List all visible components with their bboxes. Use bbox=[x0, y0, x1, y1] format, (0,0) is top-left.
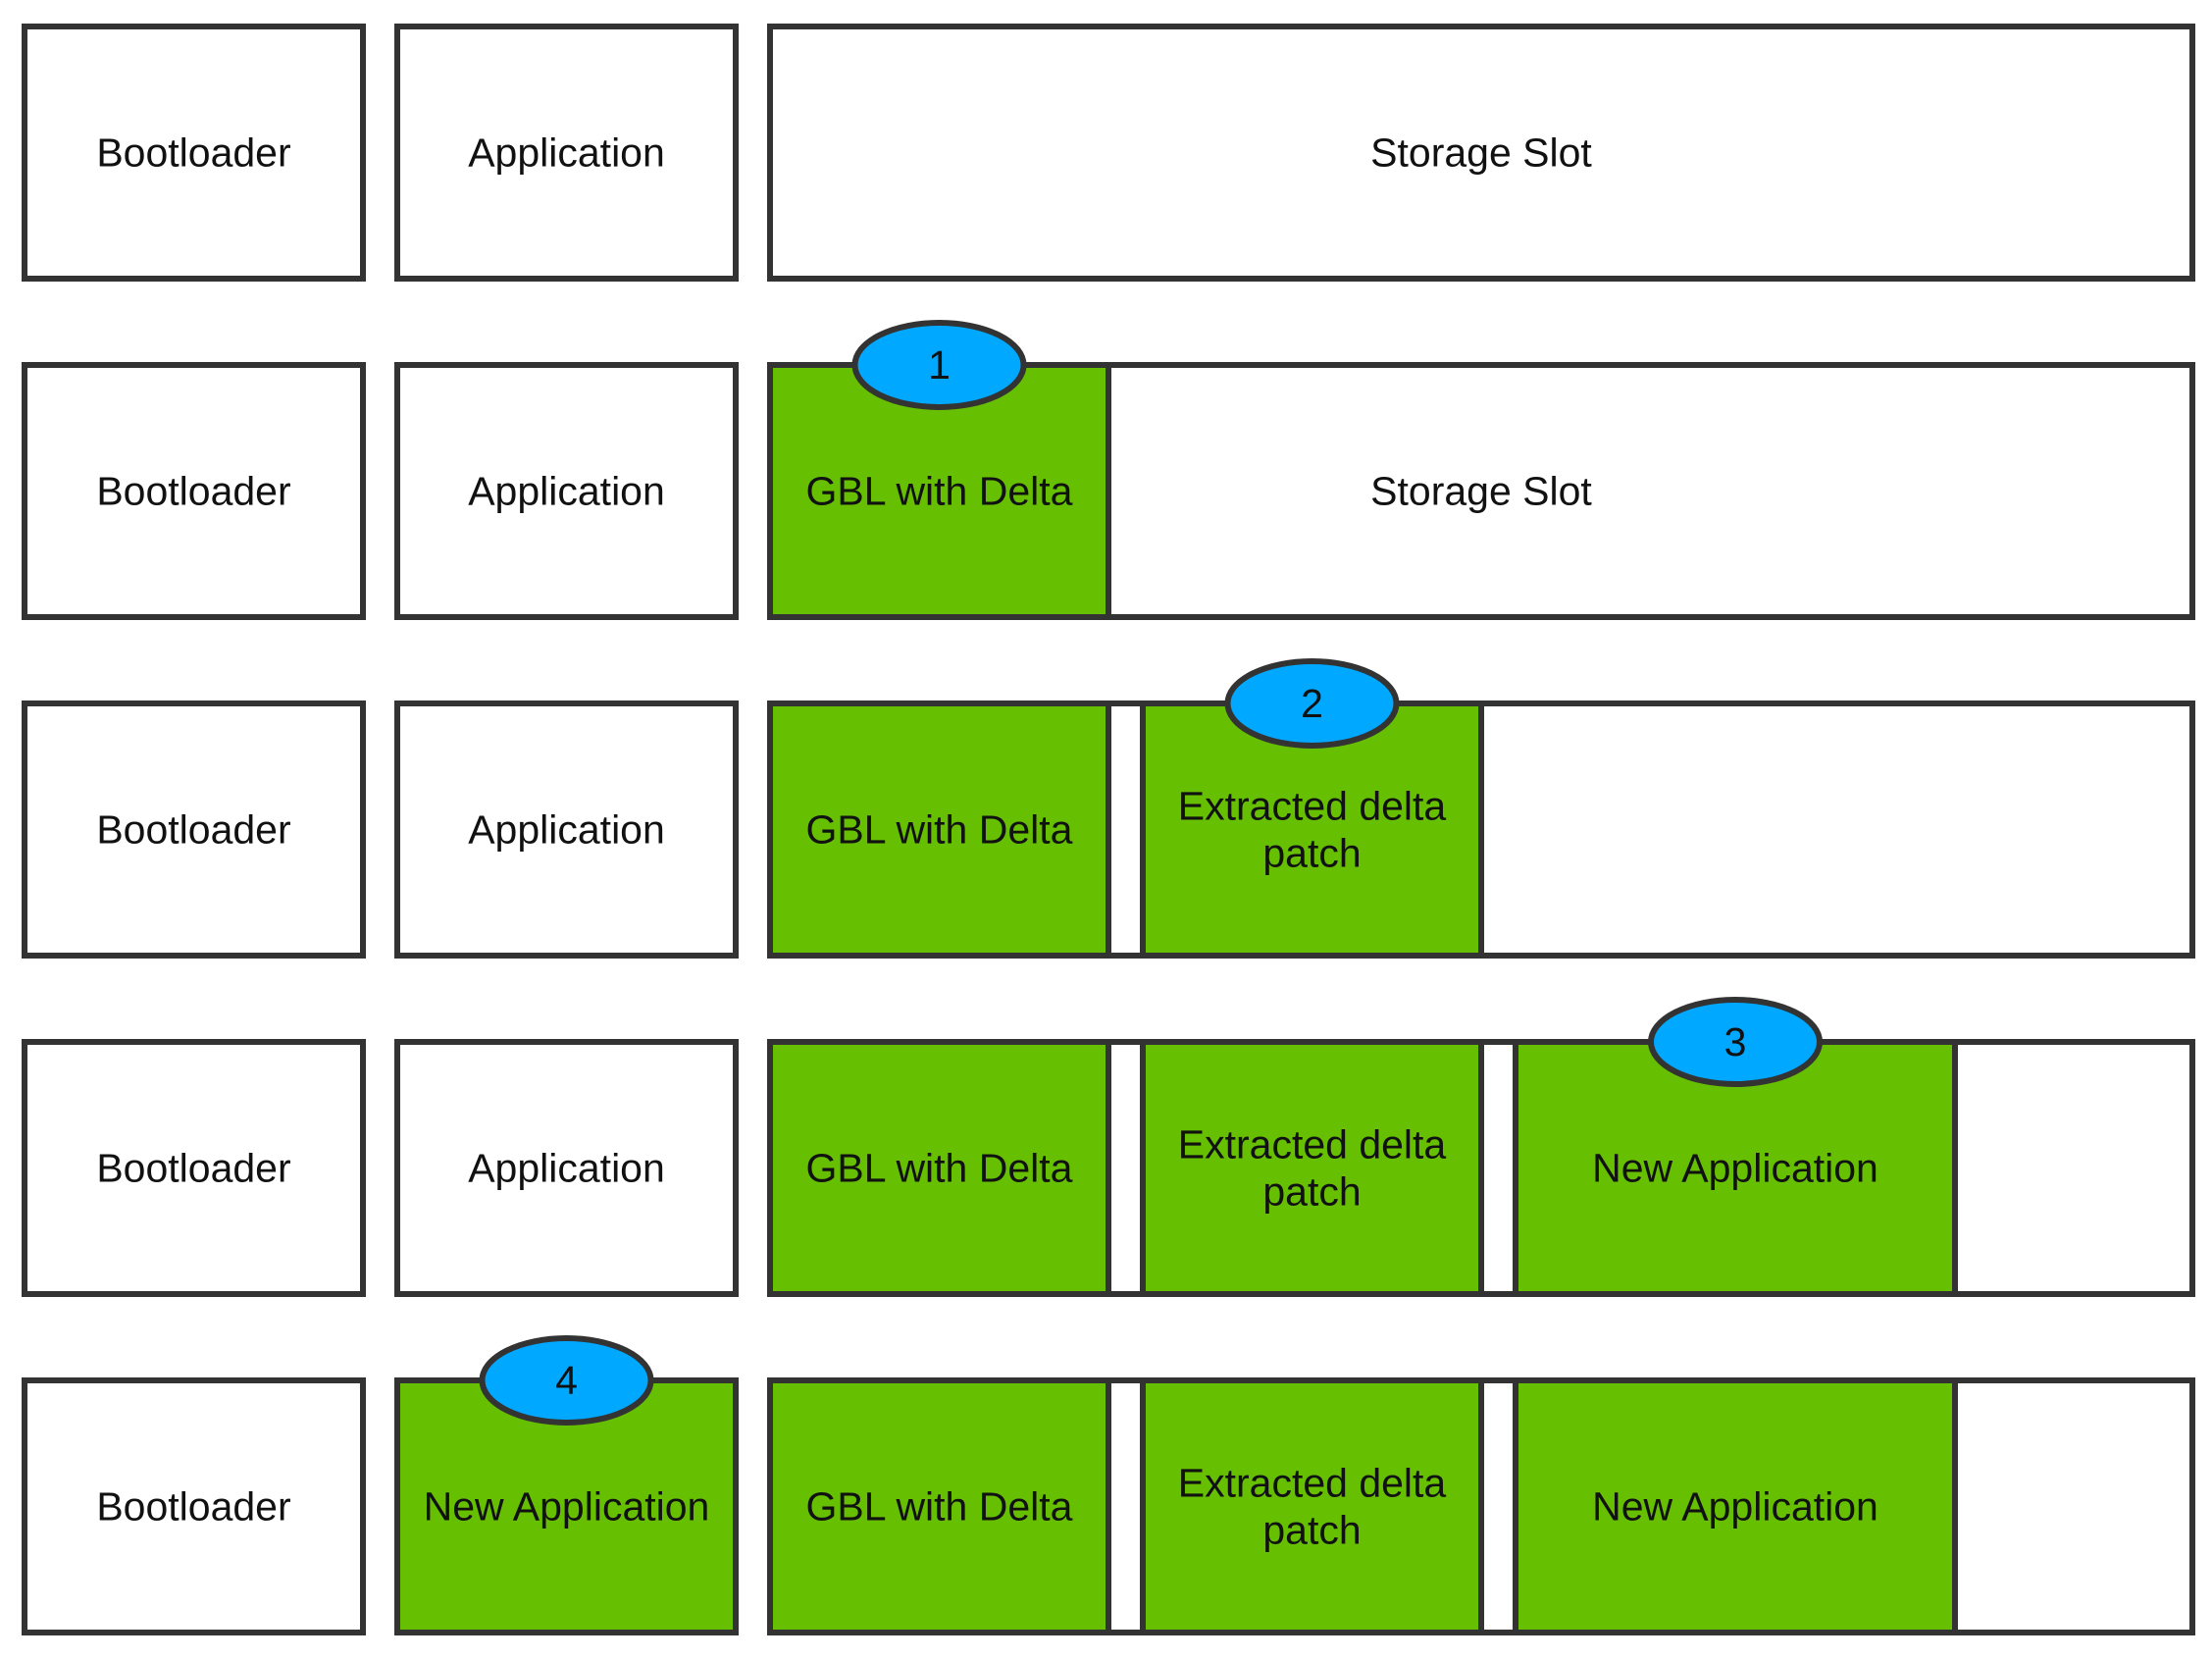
application-slot-label: New Application bbox=[424, 1484, 710, 1530]
storage-item-label: New Application bbox=[1592, 1484, 1878, 1530]
application-slot-block bbox=[394, 1039, 739, 1297]
step-badge-shape bbox=[1648, 997, 1823, 1087]
bootloader-block bbox=[22, 1377, 366, 1635]
bootloader-label: Bootloader bbox=[96, 1146, 290, 1191]
step-badge-shape bbox=[1224, 658, 1400, 749]
memory-row-3: Bootloader Application GBL with Delta Extra… bbox=[22, 700, 2195, 959]
bootloader-label: Bootloader bbox=[96, 469, 290, 514]
step-badge-3: 3 bbox=[1648, 997, 1823, 1087]
memory-row-4: Bootloader Application GBL with Delta Extra… bbox=[22, 1039, 2195, 1297]
storage-item-block bbox=[767, 700, 1111, 959]
storage-slot-label: Storage Slot bbox=[1370, 469, 1592, 514]
step-badge-shape bbox=[479, 1335, 654, 1426]
application-slot-block bbox=[394, 362, 739, 620]
storage-slot-block bbox=[767, 24, 2195, 282]
storage-item-block bbox=[767, 1039, 1111, 1297]
storage-item-label: New Application bbox=[1592, 1146, 1878, 1191]
memory-row-1: Bootloader Application Storage Slot bbox=[22, 24, 2195, 282]
storage-slot-label: Storage Slot bbox=[1370, 130, 1592, 176]
bootloader-block bbox=[22, 1039, 366, 1297]
storage-item-label: GBL with Delta bbox=[806, 807, 1073, 853]
storage-item-label: GBL with Delta bbox=[806, 1484, 1073, 1530]
bootloader-label: Bootloader bbox=[96, 1484, 290, 1530]
storage-item-block bbox=[767, 1377, 1111, 1635]
bootloader-label: Bootloader bbox=[96, 130, 290, 176]
bootloader-block bbox=[22, 362, 366, 620]
application-slot-label: Application bbox=[468, 130, 665, 176]
bootloader-block bbox=[22, 24, 366, 282]
application-slot-label: Application bbox=[468, 807, 665, 853]
step-number: 3 bbox=[1724, 1019, 1747, 1064]
application-slot-label: Application bbox=[468, 1146, 665, 1191]
bootloader-block bbox=[22, 700, 366, 959]
application-slot-label: Application bbox=[468, 469, 665, 514]
step-number: 2 bbox=[1301, 681, 1323, 726]
application-slot-block bbox=[394, 700, 739, 959]
storage-item-block bbox=[1513, 1377, 1958, 1635]
memory-row-2: Bootloader Application Storage Slot GBL wit… bbox=[22, 362, 2195, 620]
memory-row-5: Bootloader New Application GBL with Delta E… bbox=[22, 1377, 2195, 1635]
storage-item-block bbox=[1140, 1377, 1484, 1635]
storage-item-block bbox=[1140, 1039, 1484, 1297]
step-number: 1 bbox=[928, 342, 951, 388]
step-badge-1: 1 bbox=[851, 320, 1027, 410]
step-badge-2: 2 bbox=[1224, 658, 1400, 749]
application-slot-block bbox=[394, 24, 739, 282]
bootloader-label: Bootloader bbox=[96, 807, 290, 853]
storage-item-label: GBL with Delta bbox=[806, 1146, 1073, 1191]
storage-item-label: GBL with Delta bbox=[806, 469, 1073, 514]
step-badge-shape bbox=[851, 320, 1027, 410]
step-badge-4: 4 bbox=[479, 1335, 654, 1426]
step-number: 4 bbox=[555, 1358, 578, 1403]
